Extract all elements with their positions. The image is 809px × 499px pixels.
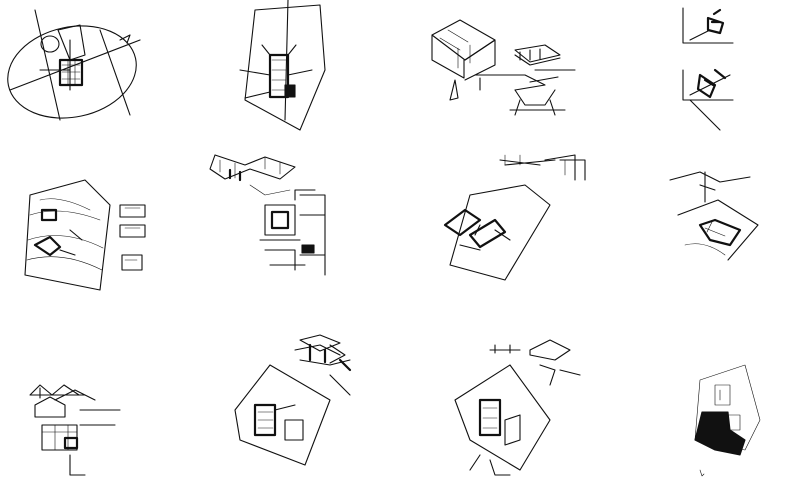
sketch-elevations-and-plan — [29, 384, 121, 476]
sketch-site-with-axon-detail — [234, 334, 352, 466]
sketch-plan-with-arrows — [239, 0, 326, 131]
sketch-topographic-site — [24, 179, 146, 291]
sketch-layered-site-composition — [454, 339, 581, 476]
sketch-hillside-plan — [669, 171, 759, 261]
sketch-dark-site-section — [694, 364, 761, 477]
sketch-rotated-site-massing — [443, 154, 586, 281]
sketch-site-plan-circled — [7, 9, 141, 121]
sketch-small-plans-pair — [682, 7, 734, 131]
sketch-axonometric-and-sections — [209, 154, 326, 276]
sketch-courtyard-perspective — [431, 19, 576, 116]
